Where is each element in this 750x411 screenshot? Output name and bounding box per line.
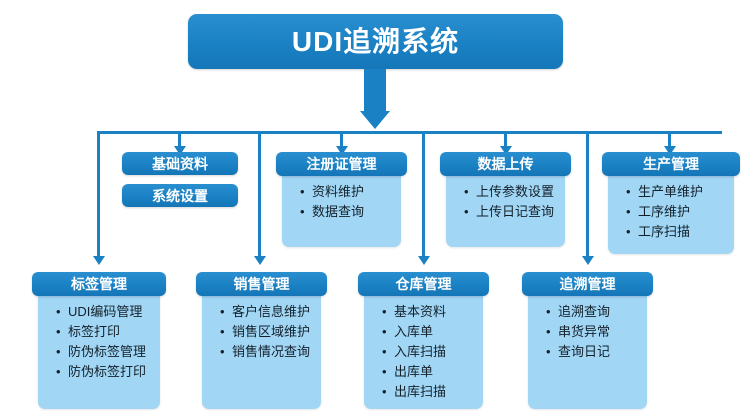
node-label-management-body: UDI编码管理 标签打印 防伪标签管理 防伪标签打印 bbox=[38, 284, 160, 409]
row2-feed-2 bbox=[258, 131, 261, 258]
node-production-management[interactable]: 生产管理 生产单维护 工序维护 工序扫描 bbox=[602, 152, 740, 254]
list-item[interactable]: 数据查询 bbox=[300, 202, 401, 222]
root-node-title: UDI追溯系统 bbox=[291, 25, 460, 57]
row1-drop-4 bbox=[668, 131, 671, 148]
list-item[interactable]: 上传日记查询 bbox=[464, 202, 565, 222]
node-warehouse-management-title: 仓库管理 bbox=[395, 276, 452, 292]
node-sales-management-header[interactable]: 销售管理 bbox=[196, 272, 327, 296]
row1-drop-2 bbox=[340, 131, 343, 148]
node-label-management-title: 标签管理 bbox=[71, 276, 127, 292]
row2-arrowhead-1 bbox=[92, 256, 105, 265]
row1-drop-1 bbox=[178, 131, 181, 148]
row2-arrowhead-2 bbox=[253, 256, 266, 265]
row1-arrowhead-4 bbox=[663, 146, 676, 155]
list-item[interactable]: 客户信息维护 bbox=[220, 302, 321, 322]
node-label-management[interactable]: 标签管理 UDI编码管理 标签打印 防伪标签管理 防伪标签打印 bbox=[32, 272, 166, 409]
list-item[interactable]: 查询日记 bbox=[546, 342, 647, 362]
node-sales-management-title: 销售管理 bbox=[233, 276, 290, 292]
list-item[interactable]: 出库单 bbox=[382, 362, 483, 382]
list-item[interactable]: 串货异常 bbox=[546, 322, 647, 342]
node-registration-management-title: 注册证管理 bbox=[306, 156, 377, 172]
root-connector-stem bbox=[364, 69, 386, 111]
node-basic-data[interactable]: 基础资料 系统设置 bbox=[122, 152, 238, 207]
node-trace-management-body: 追溯查询 串货异常 查询日记 bbox=[528, 284, 647, 409]
node-production-management-title: 生产管理 bbox=[643, 156, 699, 172]
node-registration-management-body: 资料维护 数据查询 bbox=[282, 164, 401, 247]
node-warehouse-management-body: 基本资料 入库单 入库扫描 出库单 出库扫描 bbox=[364, 284, 483, 409]
node-trace-management-title: 追溯管理 bbox=[559, 276, 616, 292]
list-item[interactable]: 工序扫描 bbox=[626, 222, 734, 242]
list-item[interactable]: 上传参数设置 bbox=[464, 182, 565, 202]
row2-arrowhead-3 bbox=[417, 256, 430, 265]
list-item[interactable]: 追溯查询 bbox=[546, 302, 647, 322]
pill-basic-data-label: 基础资料 bbox=[152, 155, 208, 172]
list-item[interactable]: 基本资料 bbox=[382, 302, 483, 322]
node-data-upload[interactable]: 数据上传 上传参数设置 上传日记查询 bbox=[440, 152, 571, 247]
root-connector-arrowhead bbox=[360, 111, 390, 129]
node-warehouse-management-header[interactable]: 仓库管理 bbox=[358, 272, 489, 296]
row2-feed-4 bbox=[586, 131, 589, 258]
node-sales-management[interactable]: 销售管理 客户信息维护 销售区域维护 销售情况查询 bbox=[196, 272, 327, 409]
pill-system-settings[interactable]: 系统设置 bbox=[122, 184, 238, 207]
root-node-udi-system[interactable]: UDI追溯系统 bbox=[188, 14, 563, 69]
row2-arrowhead-4 bbox=[581, 256, 594, 265]
list-item[interactable]: 防伪标签打印 bbox=[56, 362, 160, 382]
node-production-management-header[interactable]: 生产管理 bbox=[602, 152, 740, 176]
row1-drop-3 bbox=[504, 131, 507, 148]
node-sales-management-body: 客户信息维护 销售区域维护 销售情况查询 bbox=[202, 284, 321, 409]
list-item[interactable]: 工序维护 bbox=[626, 202, 734, 222]
pill-basic-data[interactable]: 基础资料 bbox=[122, 152, 238, 175]
node-trace-management-header[interactable]: 追溯管理 bbox=[522, 272, 653, 296]
pill-system-settings-label: 系统设置 bbox=[152, 187, 208, 204]
row2-feed-3 bbox=[422, 131, 425, 258]
list-item[interactable]: 入库单 bbox=[382, 322, 483, 342]
list-item[interactable]: 生产单维护 bbox=[626, 182, 734, 202]
node-data-upload-header[interactable]: 数据上传 bbox=[440, 152, 571, 176]
node-trace-management[interactable]: 追溯管理 追溯查询 串货异常 查询日记 bbox=[522, 272, 653, 409]
list-item[interactable]: 出库扫描 bbox=[382, 382, 483, 402]
node-registration-management[interactable]: 注册证管理 资料维护 数据查询 bbox=[276, 152, 407, 247]
node-warehouse-management[interactable]: 仓库管理 基本资料 入库单 入库扫描 出库单 出库扫描 bbox=[358, 272, 489, 409]
row2-drop-1 bbox=[97, 131, 100, 258]
list-item[interactable]: 防伪标签管理 bbox=[56, 342, 160, 362]
node-data-upload-body: 上传参数设置 上传日记查询 bbox=[446, 164, 565, 247]
list-item[interactable]: 资料维护 bbox=[300, 182, 401, 202]
row1-bus-horizontal bbox=[97, 131, 722, 134]
row1-arrowhead-3 bbox=[499, 146, 512, 155]
list-item[interactable]: 销售情况查询 bbox=[220, 342, 321, 362]
list-item[interactable]: UDI编码管理 bbox=[56, 302, 160, 322]
node-registration-management-header[interactable]: 注册证管理 bbox=[276, 152, 407, 176]
node-label-management-header[interactable]: 标签管理 bbox=[32, 272, 166, 296]
list-item[interactable]: 销售区域维护 bbox=[220, 322, 321, 342]
row1-arrowhead-1 bbox=[173, 146, 186, 155]
node-data-upload-title: 数据上传 bbox=[477, 156, 534, 172]
list-item[interactable]: 入库扫描 bbox=[382, 342, 483, 362]
row1-arrowhead-2 bbox=[335, 146, 348, 155]
node-production-management-body: 生产单维护 工序维护 工序扫描 bbox=[608, 164, 734, 254]
list-item[interactable]: 标签打印 bbox=[56, 322, 160, 342]
